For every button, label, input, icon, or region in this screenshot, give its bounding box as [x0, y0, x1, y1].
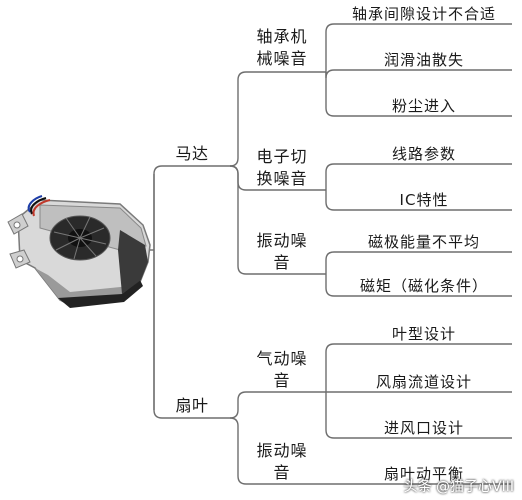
- category-text: 振动噪 音: [256, 441, 308, 482]
- leaf-label: 风扇流道设计: [375, 373, 472, 391]
- category-text: 轴承机 械噪音: [256, 27, 308, 68]
- category-label-bearing-mechanical-noise: 轴承机 械噪音: [244, 26, 320, 70]
- category-text: 振动噪 音: [256, 231, 308, 272]
- leaf-connector: [325, 274, 512, 297]
- leaf-label: 线路参数: [391, 145, 456, 163]
- category-connector: [229, 391, 326, 419]
- leaf-label: 粉尘进入: [391, 97, 456, 115]
- leaf-label: 磁矩（磁化条件）: [359, 277, 488, 295]
- category-label-electronic-switching-noise: 电子切 换噪音: [244, 146, 320, 190]
- category-connector: [229, 165, 326, 275]
- leaf-connector: [325, 190, 512, 211]
- category-connector: [229, 71, 326, 167]
- branch-label-fan-blade: 扇叶: [175, 396, 209, 415]
- branch-connector: [153, 250, 230, 419]
- connector-lines: [148, 23, 512, 485]
- leaf-connector: [325, 69, 512, 79]
- leaf-connector: [325, 163, 512, 190]
- branch-label-motor: 马达: [175, 144, 209, 163]
- leaf-label: IC特性: [399, 191, 449, 209]
- leaf-label: 进风口设计: [383, 419, 464, 437]
- leaf-label: 扇叶动平衡: [383, 465, 464, 483]
- category-label-aerodynamic-noise: 气动噪 音: [244, 348, 320, 392]
- leaf-label: 轴承间隙设计不合适: [351, 5, 496, 23]
- leaf-connector: [325, 72, 512, 117]
- category-connector: [229, 417, 326, 485]
- leaf-label: 磁极能量不平均: [367, 233, 480, 251]
- category-text: 气动噪 音: [256, 349, 308, 390]
- category-text: 电子切 换噪音: [256, 147, 308, 188]
- leaf-connector: [325, 392, 512, 439]
- leaf-connector: [325, 251, 512, 274]
- fan-icon: [7, 195, 151, 308]
- watermark: 头条 @猫子心VIII: [403, 479, 514, 495]
- leaf-connector: [325, 343, 512, 392]
- leaf-label: 叶型设计: [391, 325, 456, 343]
- category-label-motor-vibration-noise: 振动噪 音: [244, 230, 320, 274]
- leaf-label: 润滑油散失: [383, 51, 464, 69]
- category-label-blade-vibration-noise: 振动噪 音: [244, 440, 320, 484]
- branch-connector: [153, 165, 230, 250]
- leaf-connector: [325, 23, 512, 72]
